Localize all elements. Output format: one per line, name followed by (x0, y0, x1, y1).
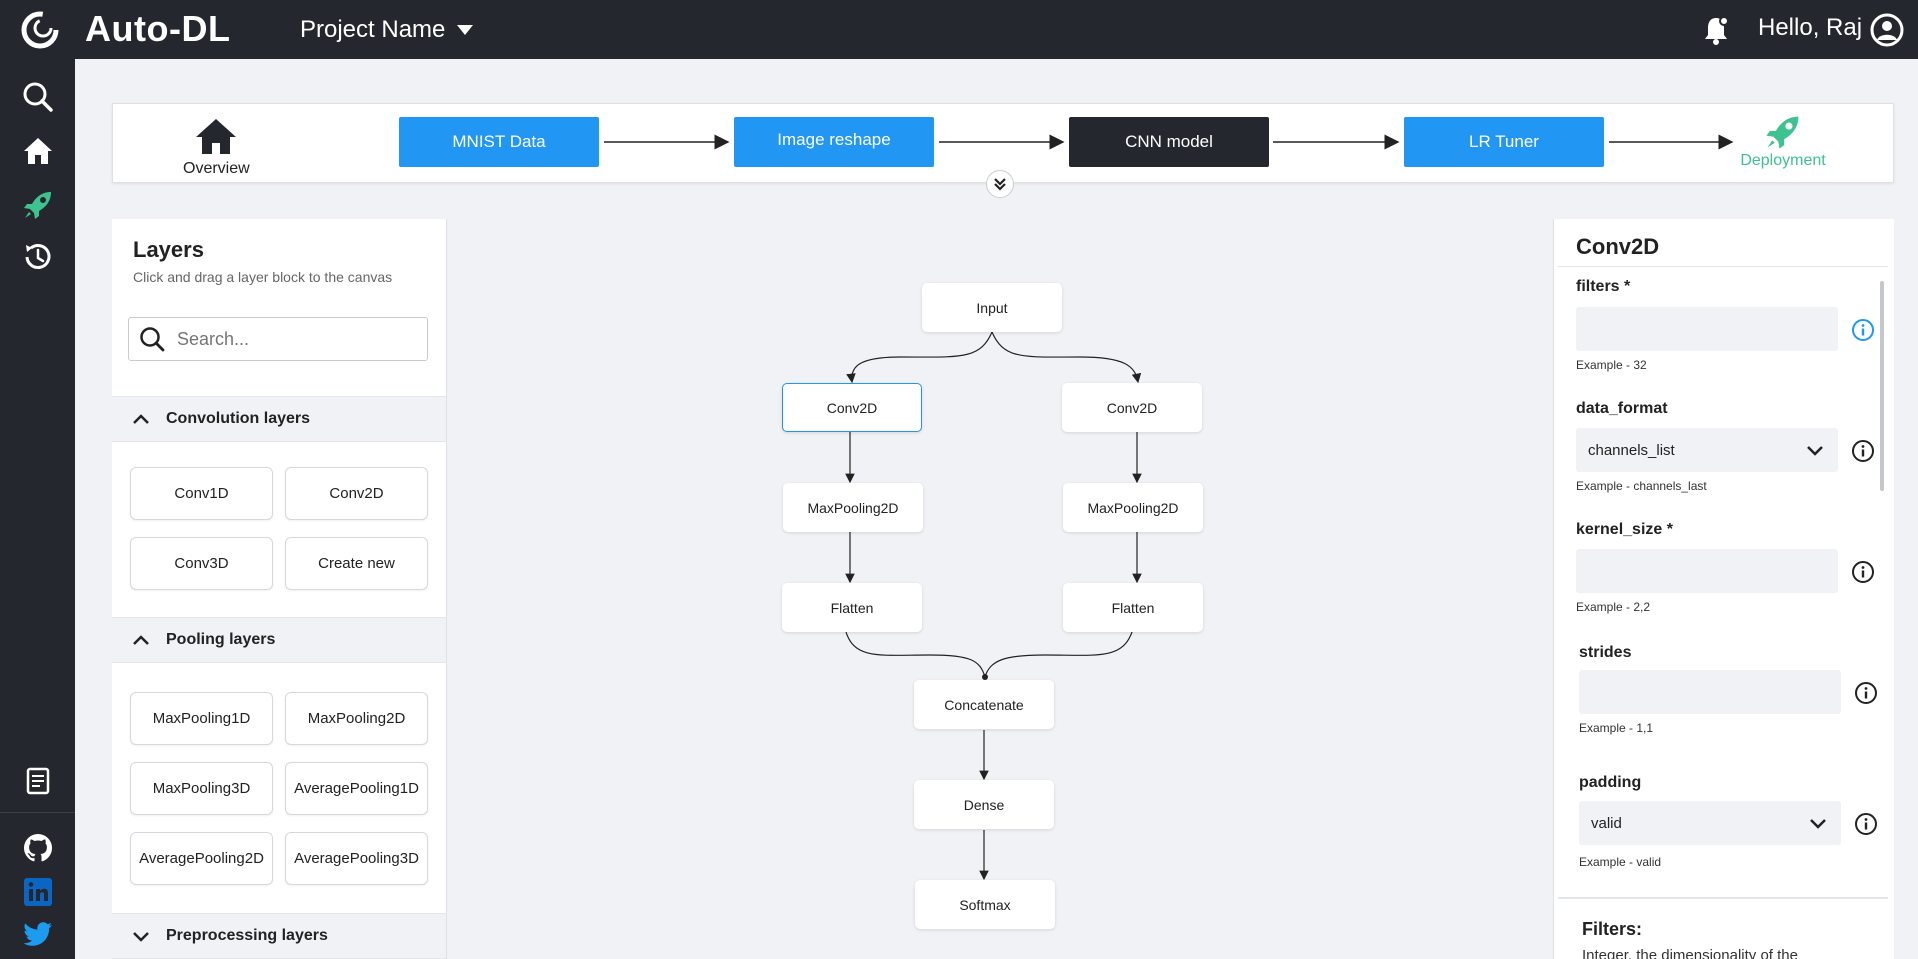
project-name: Project Name (300, 16, 446, 43)
pipeline-step-mnist-data[interactable]: MNIST Data (399, 117, 599, 167)
overview-label: Overview (183, 160, 250, 177)
user-greeting: Hello, Raj (1758, 14, 1863, 41)
twitter-icon[interactable] (22, 918, 54, 950)
expand-pipeline-button[interactable] (986, 170, 1014, 198)
caret-down-icon (457, 25, 474, 35)
properties-scrollbar[interactable] (1879, 277, 1884, 877)
project-selector[interactable]: Project Name (300, 16, 474, 44)
graph-node-concatenate[interactable]: Concatenate (914, 680, 1054, 729)
github-icon[interactable] (22, 832, 54, 864)
app-title[interactable]: Auto-DL (85, 8, 231, 49)
info-icon[interactable] (1854, 681, 1878, 705)
layer-block-maxpooling1d[interactable]: MaxPooling1D (130, 692, 273, 745)
left-sidebar (0, 59, 75, 959)
kernel-size-example: Example - 2,2 (1576, 600, 1651, 614)
pipeline-step-lr-tuner[interactable]: LR Tuner (1404, 117, 1604, 167)
rocket-icon[interactable] (22, 189, 54, 221)
graph-node-softmax[interactable]: Softmax (915, 880, 1055, 929)
strides-input[interactable] (1579, 670, 1841, 714)
linkedin-icon[interactable] (22, 876, 54, 908)
layer-search-input[interactable] (177, 328, 407, 350)
layers-subtitle: Click and drag a layer block to the canv… (133, 269, 393, 285)
app-logo-icon[interactable] (20, 10, 60, 50)
layer-block-averagepooling3d[interactable]: AveragePooling3D (285, 832, 428, 885)
section-label: Preprocessing layers (166, 927, 328, 944)
layer-search-box[interactable] (128, 317, 428, 361)
info-icon[interactable] (1851, 439, 1875, 463)
layer-block-maxpooling2d[interactable]: MaxPooling2D (285, 692, 428, 745)
layers-title: Layers (133, 237, 204, 262)
rocket-icon (1766, 116, 1799, 149)
graph-node-maxpooling2d-right[interactable]: MaxPooling2D (1063, 483, 1203, 532)
properties-title: Conv2D (1576, 234, 1660, 259)
divider (1558, 897, 1888, 899)
pipeline-step-cnn-model[interactable]: CNN model (1069, 117, 1269, 167)
layer-block-conv2d[interactable]: Conv2D (285, 467, 428, 520)
graph-node-maxpooling2d-left[interactable]: MaxPooling2D (783, 483, 923, 532)
padding-select[interactable]: valid (1579, 801, 1841, 845)
section-pooling-layers[interactable]: Pooling layers (112, 617, 446, 663)
layer-block-conv3d[interactable]: Conv3D (130, 537, 273, 590)
chevron-up-icon (133, 635, 149, 645)
help-text: Integer, the dimensionality of the (1582, 947, 1798, 959)
home-icon (196, 119, 236, 154)
layer-block-conv1d[interactable]: Conv1D (130, 467, 273, 520)
history-icon[interactable] (22, 241, 54, 273)
chevron-down-icon (133, 932, 149, 942)
search-icon (140, 327, 165, 352)
padding-example: Example - valid (1579, 855, 1662, 869)
info-icon[interactable] (1851, 560, 1875, 584)
filters-example: Example - 32 (1576, 358, 1647, 372)
section-preprocessing-layers[interactable]: Preprocessing layers (112, 913, 446, 959)
strides-label: strides (1579, 644, 1632, 661)
layer-block-maxpooling3d[interactable]: MaxPooling3D (130, 762, 273, 815)
section-label: Convolution layers (166, 410, 311, 427)
data-format-select[interactable]: channels_list (1576, 428, 1838, 472)
sidebar-divider (0, 812, 75, 813)
chevron-down-icon (1807, 446, 1823, 456)
graph-node-conv2d-right[interactable]: Conv2D (1062, 383, 1202, 432)
graph-node-flatten-right[interactable]: Flatten (1063, 583, 1203, 632)
kernel-size-input[interactable] (1576, 549, 1838, 593)
data-format-example: Example - channels_last (1576, 479, 1707, 493)
notification-bell-icon[interactable] (1702, 15, 1730, 45)
data-format-label: data_format (1576, 400, 1668, 417)
help-title: Filters: (1582, 919, 1643, 939)
deployment-label: Deployment (1740, 152, 1826, 169)
deployment-step[interactable]: Deployment (1736, 113, 1830, 170)
graph-node-flatten-left[interactable]: Flatten (782, 583, 922, 632)
properties-scrollbar-thumb[interactable] (1880, 281, 1884, 491)
graph-node-dense[interactable]: Dense (914, 780, 1054, 829)
chevron-up-icon (133, 414, 149, 424)
padding-value: valid (1591, 814, 1622, 832)
padding-label: padding (1579, 774, 1642, 791)
layer-block-create-new[interactable]: Create new (285, 537, 428, 590)
kernel-size-label: kernel_size * (1576, 521, 1673, 538)
top-bar: Auto-DL Project Name Hello, Raj (0, 0, 1918, 59)
divider (1558, 266, 1888, 267)
layer-block-averagepooling1d[interactable]: AveragePooling1D (285, 762, 428, 815)
graph-node-input[interactable]: Input (922, 283, 1062, 332)
pipeline-step-image-reshape[interactable]: Image reshape (734, 117, 934, 167)
section-label: Pooling layers (166, 631, 276, 648)
user-avatar-icon[interactable] (1870, 13, 1904, 47)
overview-step[interactable]: Overview (183, 117, 250, 178)
layer-block-averagepooling2d[interactable]: AveragePooling2D (130, 832, 273, 885)
home-icon[interactable] (22, 135, 54, 167)
info-icon[interactable] (1854, 812, 1878, 836)
filters-label: filters * (1576, 278, 1631, 295)
document-icon[interactable] (22, 765, 54, 797)
search-icon[interactable] (22, 81, 54, 113)
chevron-down-icon (1810, 819, 1826, 829)
properties-panel: Conv2D filters * Example - 32 data_forma… (1553, 219, 1894, 959)
info-icon-active[interactable] (1851, 318, 1875, 342)
double-chevron-down-icon (994, 178, 1006, 191)
section-convolution-layers[interactable]: Convolution layers (112, 396, 446, 442)
graph-node-conv2d-left[interactable]: Conv2D (782, 383, 922, 432)
strides-example: Example - 1,1 (1579, 721, 1654, 735)
data-format-value: channels_list (1588, 441, 1675, 459)
layers-panel: Layers Click and drag a layer block to t… (112, 219, 447, 959)
filters-input[interactable] (1576, 307, 1838, 351)
